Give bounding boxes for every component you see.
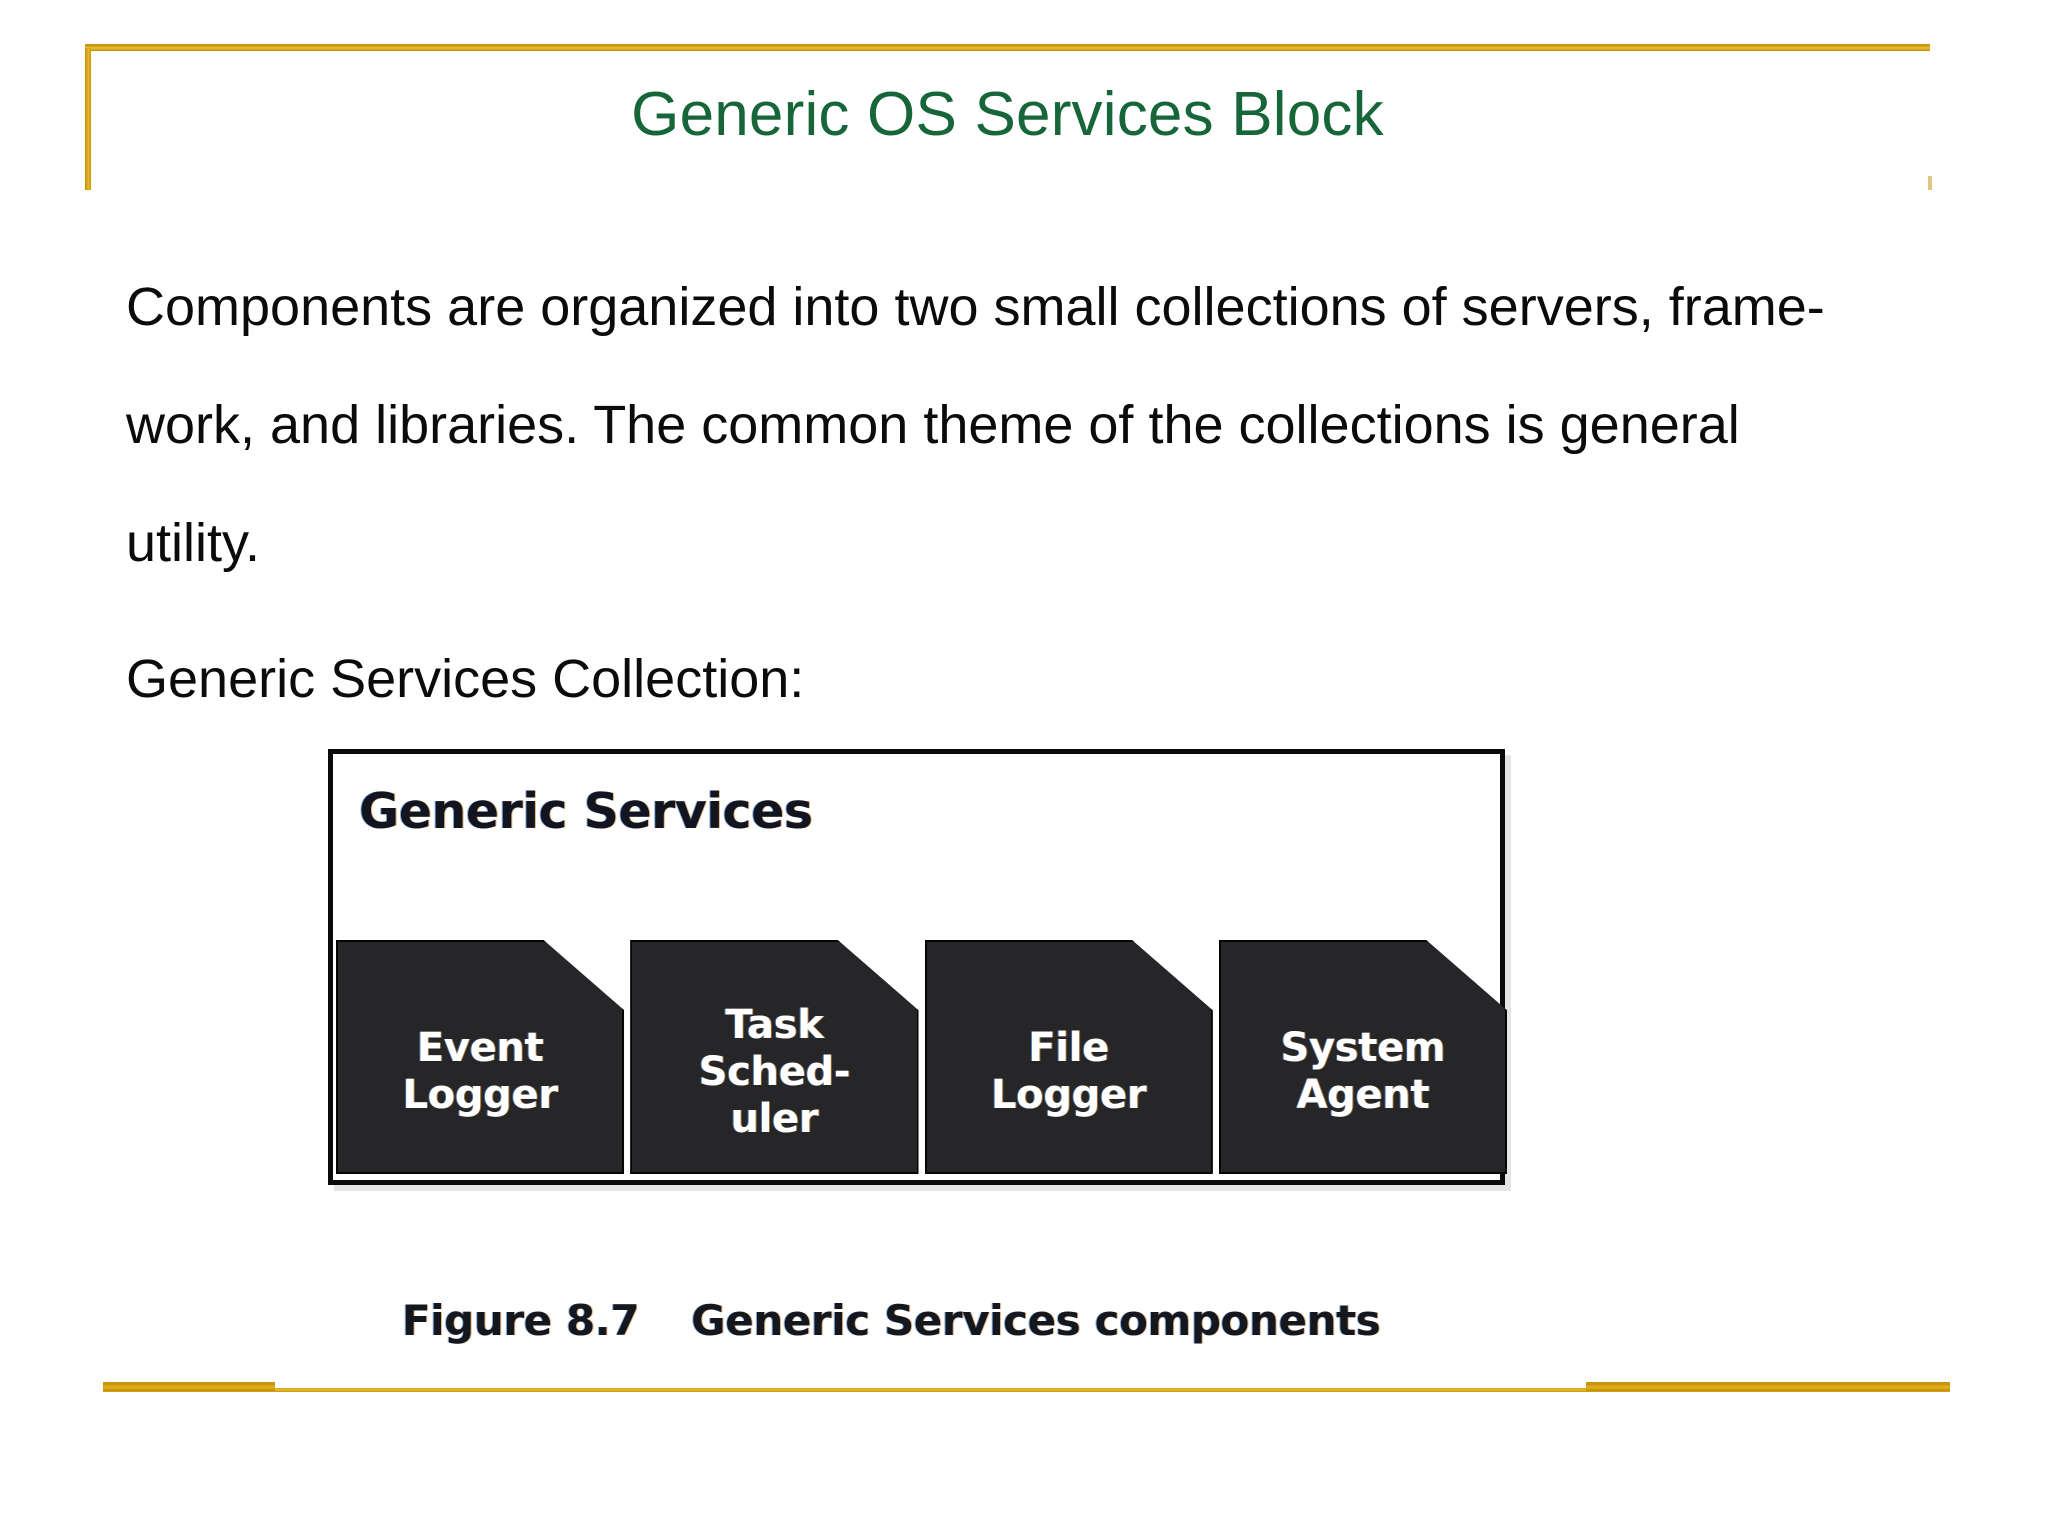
- body-text-block: Components are organized into two small …: [126, 248, 1926, 738]
- component-label: System Agent: [1280, 1025, 1446, 1118]
- bottom-accent-rule: [103, 1388, 1950, 1392]
- left-accent-rule-tick: [1928, 176, 1932, 190]
- bottom-accent-rule-right-cap: [1586, 1382, 1950, 1391]
- top-accent-rule: [85, 44, 1930, 51]
- body-line-4: Generic Services Collection:: [126, 649, 805, 709]
- component-label: File Logger: [990, 1025, 1147, 1118]
- generic-services-box: Generic Services Event Logger Task Sched…: [328, 749, 1507, 1185]
- component-card-event-logger[interactable]: Event Logger: [336, 940, 625, 1174]
- figure-caption-text: Generic Services components: [691, 1296, 1381, 1345]
- body-line-2: work, and libraries. The common theme of…: [126, 395, 1740, 455]
- left-accent-rule: [85, 48, 91, 190]
- component-label: Task Sched- uler: [698, 1001, 851, 1142]
- component-card-task-scheduler[interactable]: Task Sched- uler: [630, 940, 919, 1174]
- component-label: Event Logger: [402, 1025, 558, 1118]
- bottom-accent-rule-left-cap: [103, 1382, 275, 1391]
- body-line-1: Components are organized into two small …: [126, 277, 1825, 337]
- figure-generic-services: Generic Services Event Logger Task Sched…: [328, 749, 1507, 1185]
- figure-caption-number: Figure 8.7: [401, 1296, 640, 1345]
- body-line-3: utility.: [126, 513, 261, 573]
- figure-caption: Figure 8.7 Generic Services components: [345, 1243, 1381, 1399]
- generic-services-heading: Generic Services: [359, 783, 813, 840]
- generic-services-card-row: Event Logger Task Sched- uler File Logge…: [333, 940, 1510, 1180]
- page-title: Generic OS Services Block: [631, 80, 1384, 149]
- component-card-system-agent[interactable]: System Agent: [1218, 940, 1507, 1174]
- component-card-file-logger[interactable]: File Logger: [924, 940, 1213, 1174]
